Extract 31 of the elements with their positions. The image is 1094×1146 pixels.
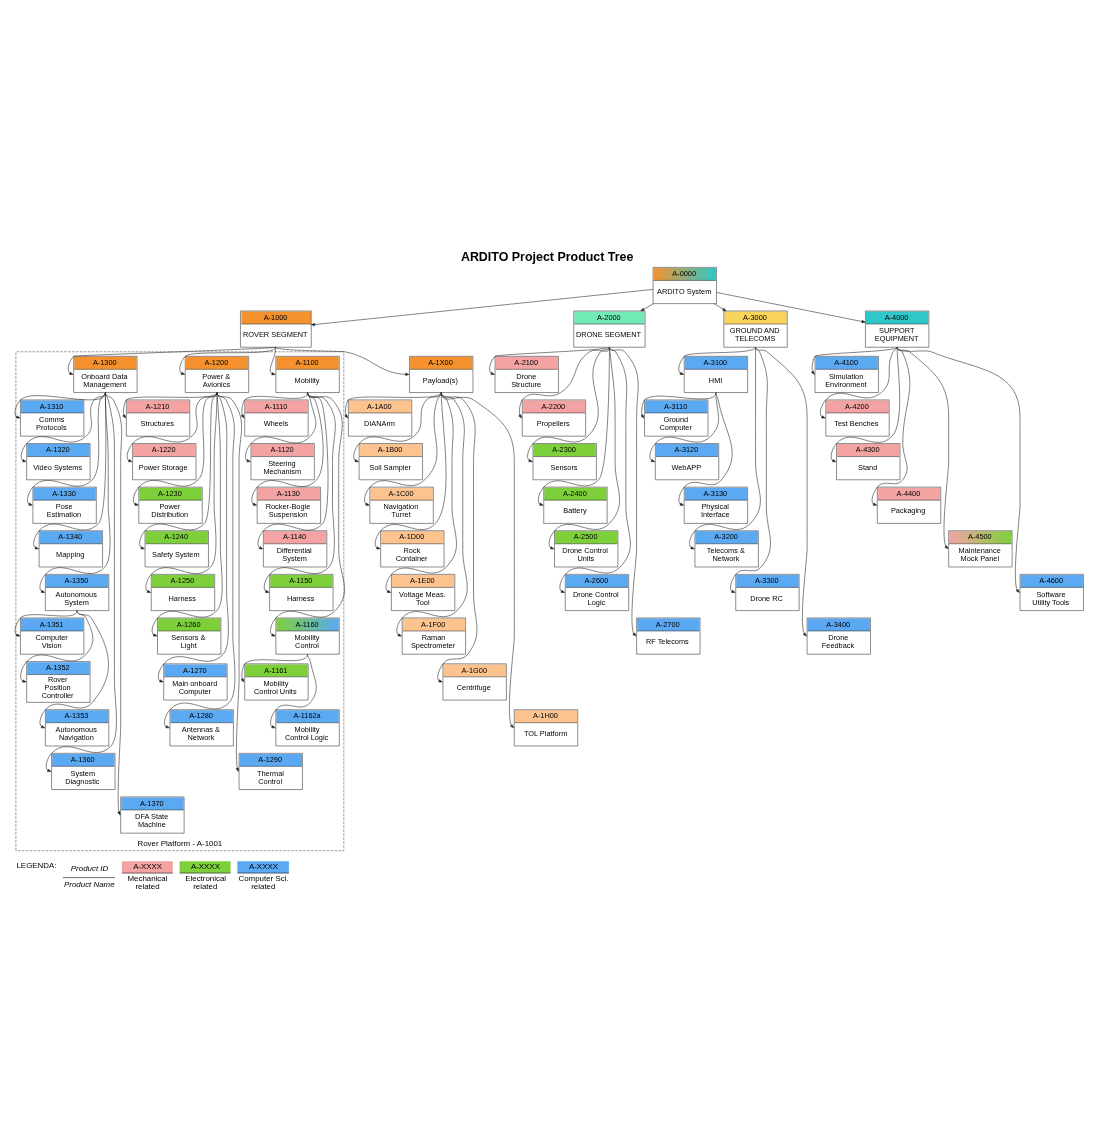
arrow xyxy=(640,302,654,311)
arrow xyxy=(364,391,442,506)
arrow xyxy=(14,609,78,636)
arrow xyxy=(713,302,727,311)
arrow xyxy=(896,346,1021,593)
arrow xyxy=(811,346,898,375)
arrow xyxy=(649,391,719,462)
arrow xyxy=(896,346,949,549)
arrow xyxy=(527,346,610,462)
arrow xyxy=(489,346,610,375)
diagram-title: ARDITO Project Product Tree xyxy=(460,249,634,264)
arrow xyxy=(871,346,911,506)
arrow xyxy=(678,346,756,375)
arrow xyxy=(179,346,277,375)
arrow xyxy=(269,346,277,375)
arrow xyxy=(609,346,639,636)
arrow xyxy=(122,391,218,418)
arrow xyxy=(716,291,866,323)
arrow xyxy=(344,391,442,418)
arrow xyxy=(67,346,277,375)
arrow xyxy=(270,653,317,728)
arrow xyxy=(240,391,308,418)
arrow xyxy=(755,346,808,636)
arrow xyxy=(216,391,242,772)
arrow xyxy=(678,391,733,506)
arrow xyxy=(311,288,654,326)
arrow xyxy=(820,346,898,418)
arrow xyxy=(730,346,771,593)
arrow xyxy=(240,653,308,682)
arrow xyxy=(39,609,109,728)
arrow xyxy=(105,391,122,815)
